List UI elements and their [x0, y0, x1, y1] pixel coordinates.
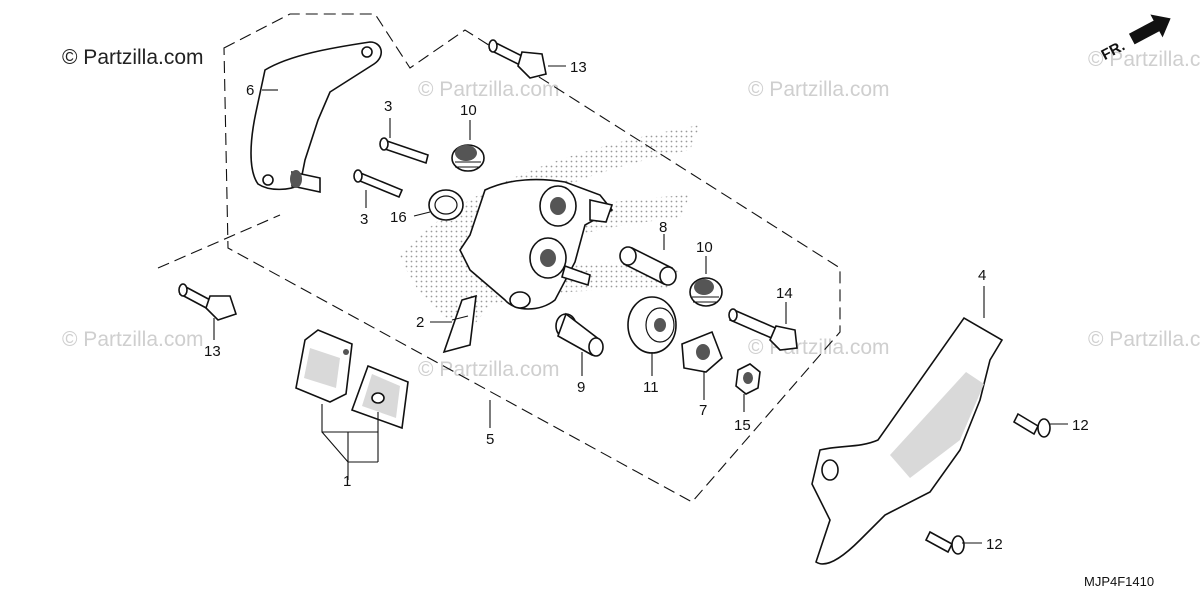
callout-9: 9: [577, 379, 585, 396]
watermark-text: © Partzilla.com: [748, 336, 890, 359]
callout-8: 8: [659, 219, 667, 236]
part-6-caliper-bracket: [250, 41, 382, 193]
watermark-text: © Partzilla.com: [418, 78, 560, 101]
callout-6: 6: [246, 82, 254, 99]
callout-10: 10: [460, 102, 477, 119]
bracket-group-outline: [157, 214, 281, 269]
part-8-sleeve: [619, 246, 677, 286]
callout-13: 13: [570, 59, 587, 76]
callout-16: 16: [390, 209, 407, 226]
callout-3: 3: [360, 211, 368, 228]
part-9-piston: [555, 312, 604, 357]
diagram-code: MJP4F1410: [1084, 574, 1154, 589]
part-10-boot: [451, 144, 485, 172]
part-15-nut: [735, 363, 761, 395]
callout-10: 10: [696, 239, 713, 256]
part-10-boot: [689, 277, 723, 307]
watermark-primary: © Partzilla.com: [62, 46, 204, 69]
part-1-brake-pad: [295, 329, 353, 403]
part-2-pad-spring: [442, 294, 477, 354]
callout-2: 2: [416, 314, 424, 331]
watermark-text: © Partzilla.com: [748, 78, 890, 101]
watermark-text: © Partzilla.com: [418, 358, 560, 381]
part-13-bolt: [178, 283, 238, 321]
callout-13: 13: [204, 343, 221, 360]
part-5-caliper-body: [459, 178, 614, 310]
part-13-bolt: [488, 39, 547, 79]
watermark-text: © Partzilla.com: [1088, 328, 1200, 351]
callout-4: 4: [978, 267, 986, 284]
part-12-screw: [1012, 412, 1051, 438]
callout-12: 12: [986, 536, 1003, 553]
callout-7: 7: [699, 402, 707, 419]
watermark-text: © Partzilla.com: [62, 328, 204, 351]
part-3-caliper-pin: [379, 137, 429, 165]
leader-lines: [213, 65, 1068, 544]
part-1-brake-pad: [350, 364, 409, 430]
callout-14: 14: [776, 285, 793, 302]
callout-15: 15: [734, 417, 751, 434]
callout-5: 5: [486, 431, 494, 448]
part-7-washer: [681, 330, 723, 373]
callout-1: 1: [343, 473, 351, 490]
part-16-seal: [428, 189, 464, 221]
callout-labels: 6 3 3 10 16 8 10 14 2 9 11 7 15 13 13 5 …: [204, 59, 1089, 553]
part-3-caliper-pin: [353, 169, 404, 199]
caliper-assembly-outline: [223, 13, 841, 503]
callout-3: 3: [384, 98, 392, 115]
part-4-caliper-cover: [811, 316, 1004, 565]
callout-12: 12: [1072, 417, 1089, 434]
part-12-screw: [924, 530, 965, 555]
callout-11: 11: [643, 379, 659, 396]
watermark-text: © Partzilla.com: [1088, 48, 1200, 71]
arrow-icon: [1128, 14, 1171, 45]
part-11-bearing: [627, 296, 677, 354]
part-14-bolt: [728, 308, 798, 351]
